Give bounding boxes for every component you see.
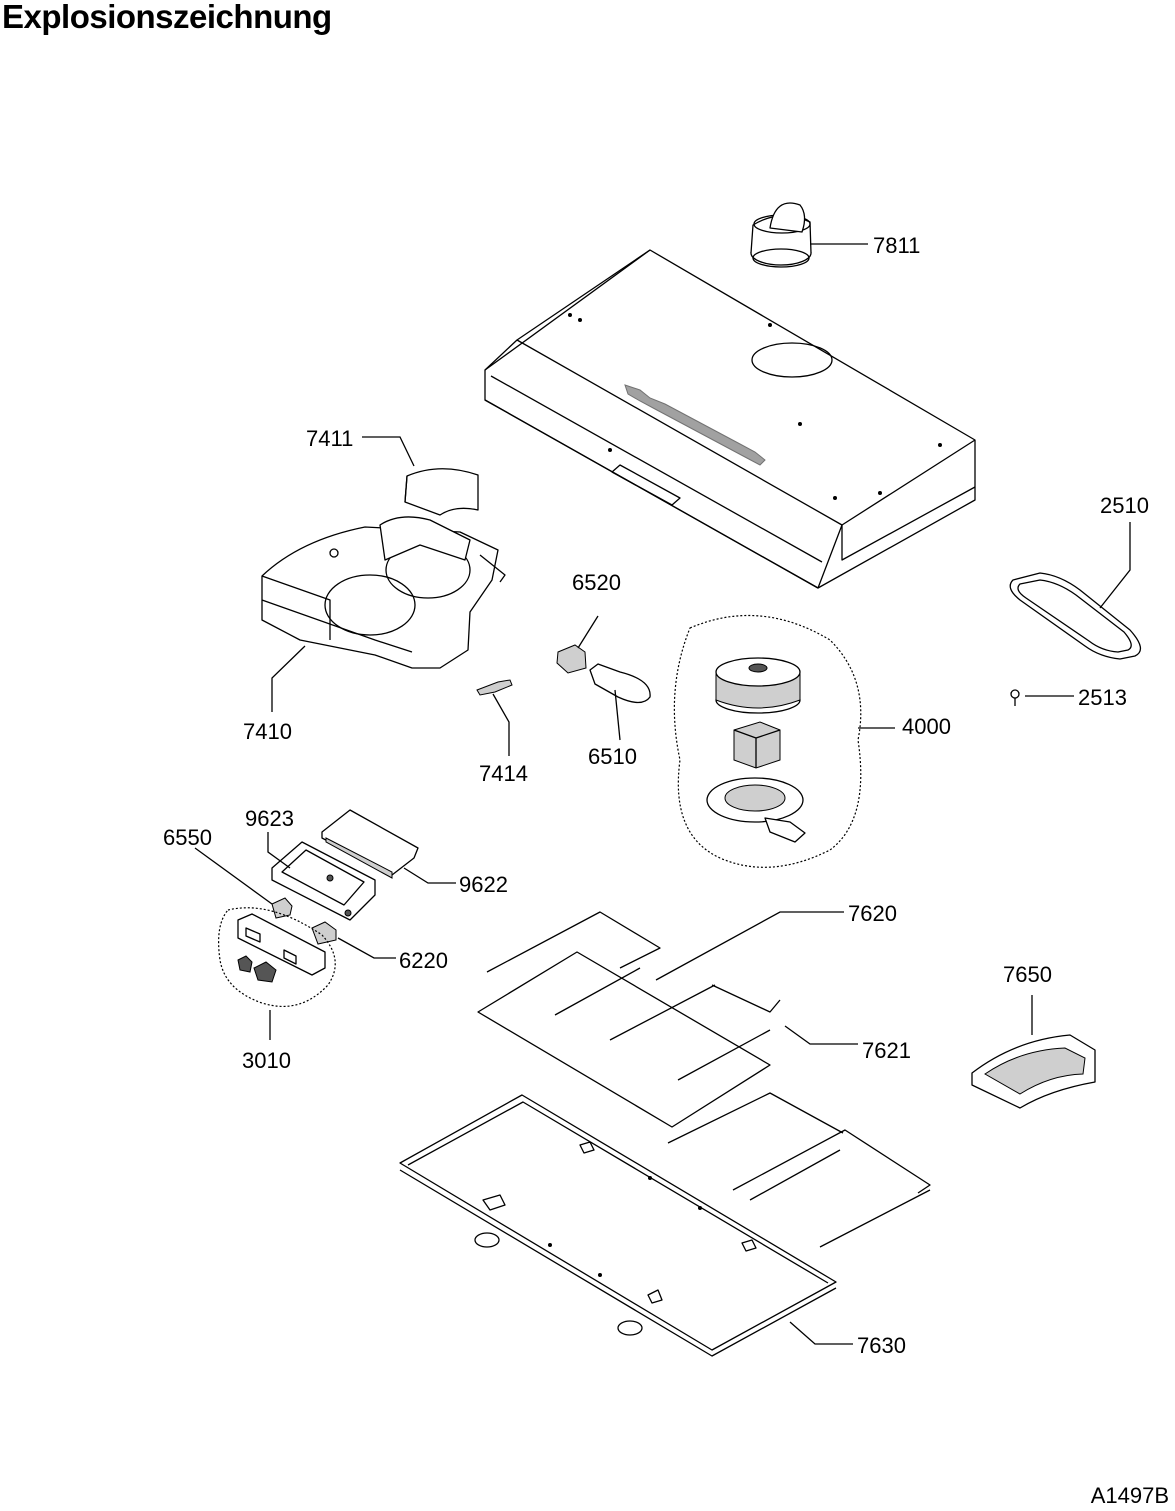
part-label-2510: 2510 [1100,493,1149,518]
hood-body-part [484,249,976,589]
grease-filter-part [477,911,771,1128]
control-panel-part [237,913,326,983]
part-label-9622: 9622 [459,872,508,897]
motor-mount-part [706,777,806,843]
clip-part [476,679,513,696]
part-label-2513: 2513 [1078,685,1127,710]
motor-group-boundary [673,614,862,868]
part-label-6220: 6220 [399,948,448,973]
control-housing-part [271,841,376,921]
part-label-7650: 7650 [1003,962,1052,987]
outlet-adapter-part [971,1034,1096,1109]
grease-filter-b-part [667,984,931,1248]
air-flap-part [404,468,479,516]
drawing-code: A1497B [1090,1483,1169,1508]
control-panel-group-boundary [218,907,336,1007]
lamp-holder-part [556,644,587,674]
part-label-7630: 7630 [857,1333,906,1358]
bottom-panel-part [399,1094,837,1357]
part-label-3010: 3010 [242,1048,291,1073]
connector-part [311,921,337,945]
switch-part [271,897,293,919]
part-label-7411: 7411 [306,426,353,451]
screw-part [1010,689,1020,706]
part-label-7410: 7410 [243,719,292,744]
fan-housing-part [261,516,506,669]
gasket-part [1009,572,1142,660]
fan-wheel-part [715,657,801,714]
lamp-bulb-part [589,663,651,704]
part-label-4000: 4000 [902,714,951,739]
control-board-part [321,809,419,879]
outlet-damper-part [750,202,812,268]
part-label-6550: 6550 [163,825,212,850]
part-label-7621: 7621 [862,1038,911,1063]
page-title: Explosionszeichnung [2,0,332,35]
motor-part [733,721,781,769]
part-label-7811: 7811 [873,233,920,258]
part-label-6520: 6520 [572,570,621,595]
part-label-9623: 9623 [245,806,294,831]
part-label-6510: 6510 [588,744,637,769]
part-label-7620: 7620 [848,901,897,926]
part-label-7414: 7414 [479,761,528,786]
